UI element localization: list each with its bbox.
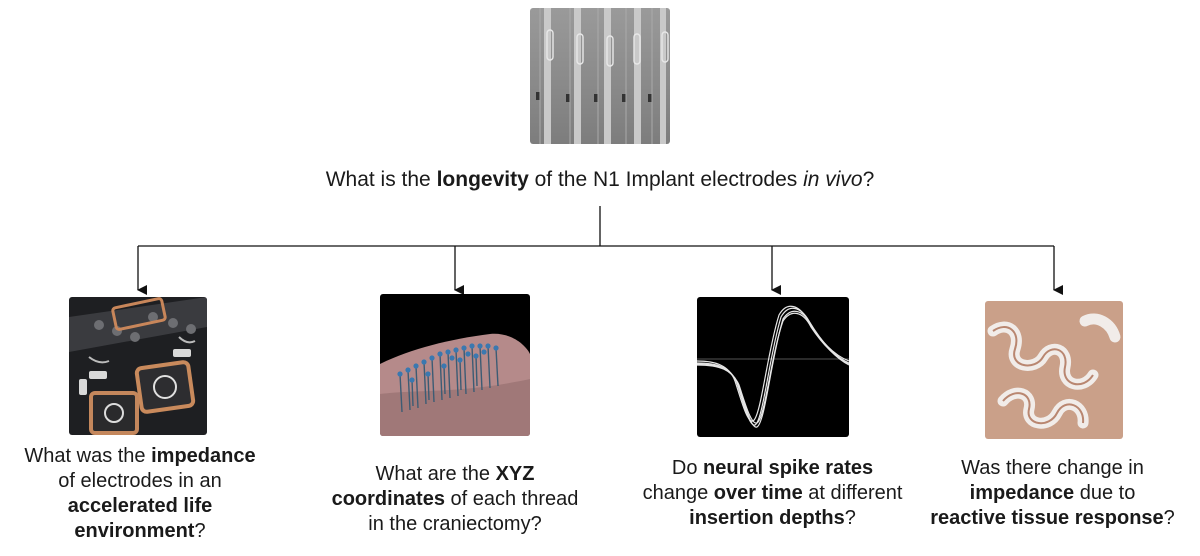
tissue-histology-image bbox=[985, 301, 1123, 439]
branch-question-impedance-life: What was the impedance of electrodes in … bbox=[24, 445, 256, 542]
accelerated-life-test-image bbox=[69, 297, 207, 435]
thread-coordinates-3d-image bbox=[380, 294, 530, 436]
spike-waveform-image bbox=[697, 297, 849, 437]
root-question: What is the longevity of the N1 Implant … bbox=[325, 168, 875, 191]
electrode-micrograph-image bbox=[530, 8, 670, 144]
branch-question-tissue-response: Was there change in impedance due to rea… bbox=[930, 457, 1175, 529]
branch-question-spike-rates: Do neural spike rates change over time a… bbox=[642, 457, 903, 529]
branch-question-xyz-coordinates: What are the XYZ coordinates of each thr… bbox=[331, 463, 579, 535]
